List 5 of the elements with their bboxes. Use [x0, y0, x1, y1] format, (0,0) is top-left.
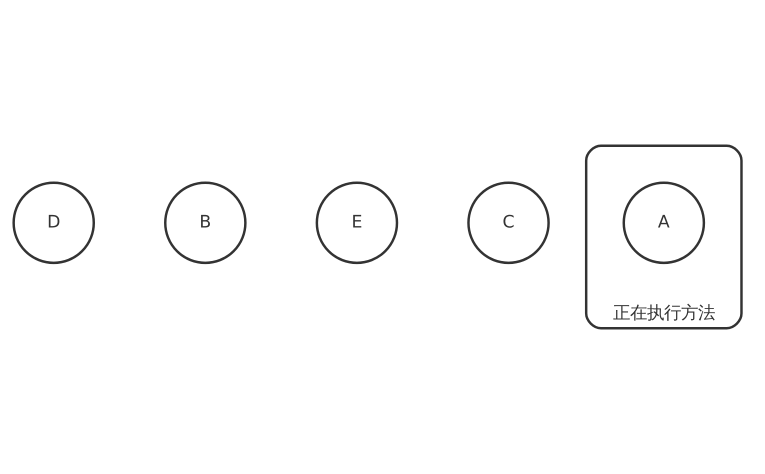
- node-circle: B: [164, 182, 247, 264]
- node-circle: D: [12, 182, 95, 264]
- node-circle: A: [622, 182, 706, 264]
- node-circle: C: [467, 182, 550, 264]
- node-circle: E: [316, 182, 398, 264]
